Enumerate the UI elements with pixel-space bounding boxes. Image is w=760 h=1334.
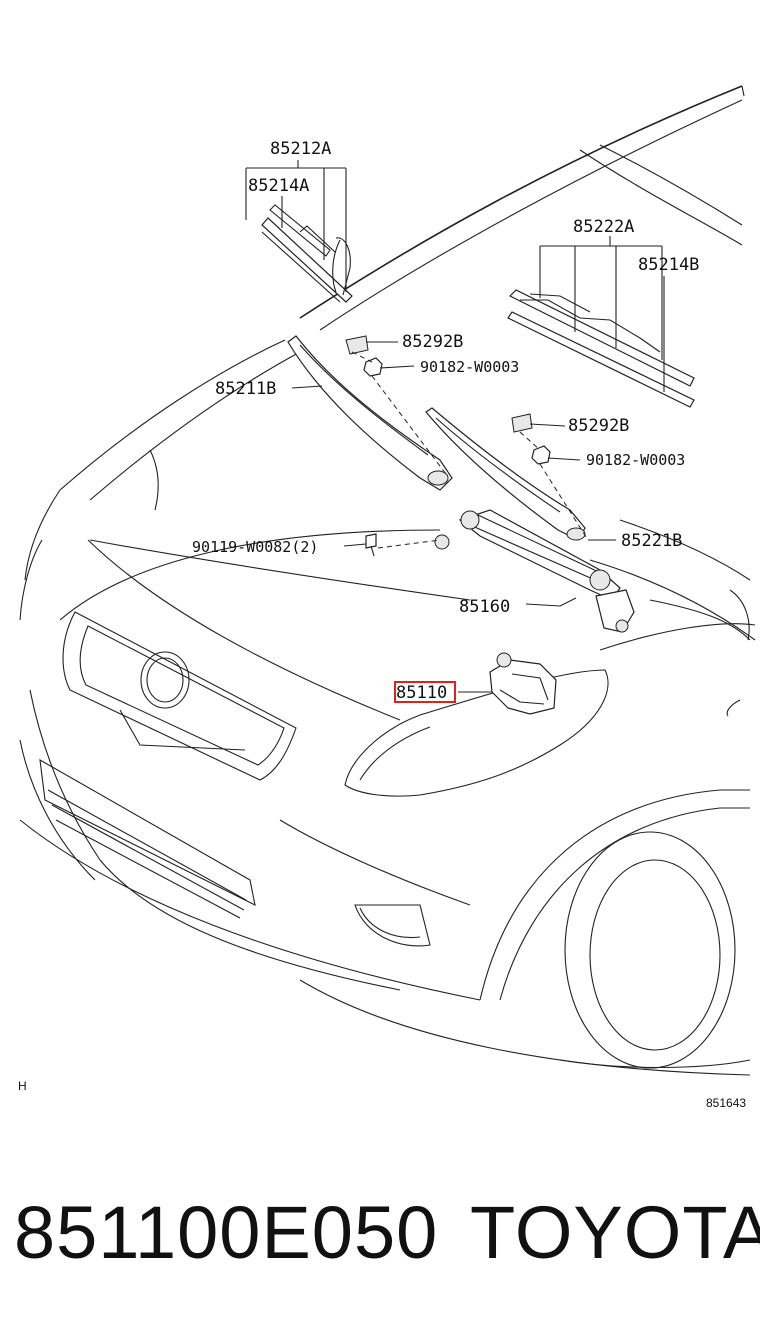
right-wiper-blade [507,289,695,408]
figure-number: 851643 [706,1096,746,1110]
label-85221B: 85221B [621,531,682,551]
wiper-link-and-motor [434,509,635,715]
caption-bar: 851100E050 TOYOTA [0,1190,760,1280]
caps-and-nuts [345,335,551,557]
highlight-box-85110 [394,681,456,703]
leader-lines [245,160,665,693]
label-90182-W0003-upper: 90182-W0003 [420,358,519,376]
label-85292B-lower: 85292B [568,416,629,436]
label-90119-W0082: 90119-W0082(2) [192,538,318,556]
label-90182-W0003-lower: 90182-W0003 [586,451,685,469]
corner-mark: H [18,1079,27,1093]
label-85110: 85110 [396,683,447,703]
brand-name: TOYOTA [470,1191,760,1274]
part-labels: 85212A 85214A 85222A 85214B 85292B 90182… [192,139,699,703]
parts-diagram: 85212A 85214A 85222A 85214B 85292B 90182… [18,85,756,1110]
left-wiper-arm [287,335,453,491]
part-number: 851100E050 [14,1191,439,1274]
label-85212A: 85212A [270,139,331,159]
label-85214A: 85214A [248,176,309,196]
right-wiper-arm [425,407,586,541]
car-body-outline [19,85,756,1076]
label-85292B-upper: 85292B [402,332,463,352]
label-85160: 85160 [459,597,510,617]
left-wiper-blade [261,204,353,303]
label-85222A: 85222A [573,217,634,237]
label-85211B: 85211B [215,379,276,399]
label-85214B: 85214B [638,255,699,275]
